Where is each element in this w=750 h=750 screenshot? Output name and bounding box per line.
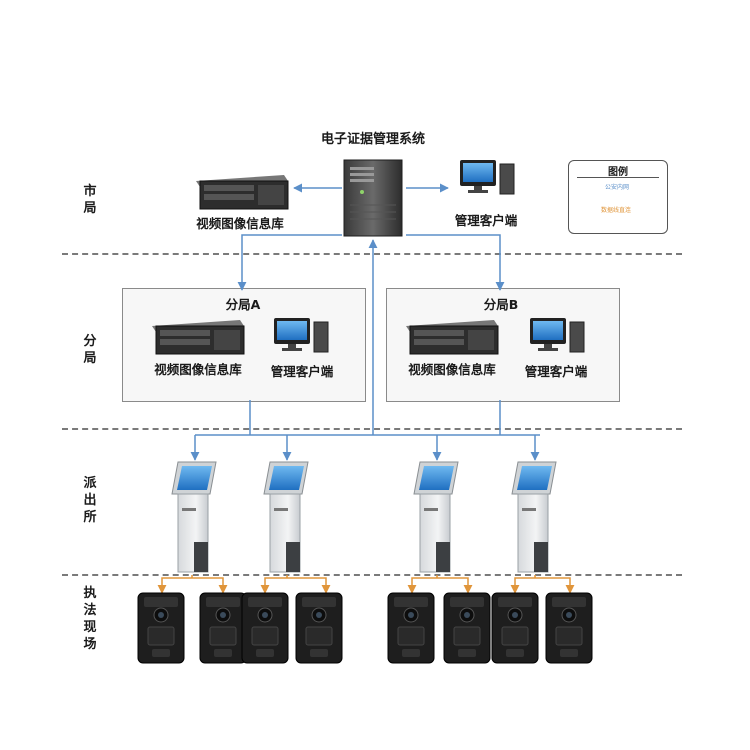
tier-divider xyxy=(62,428,682,430)
kiosk-icon xyxy=(263,461,309,573)
branch-a-video-db-label: 视频图像信息库 xyxy=(154,362,242,377)
tier-divider xyxy=(62,574,682,576)
network-lines xyxy=(190,183,540,461)
body-camera-icon xyxy=(199,592,247,664)
body-camera-icon xyxy=(295,592,343,664)
kiosk-icon xyxy=(413,461,459,573)
legend-divider xyxy=(577,177,659,178)
tier-label-branch: 分局 xyxy=(83,334,97,366)
body-camera-icon xyxy=(545,592,593,664)
city-client-label: 管理客户端 xyxy=(454,213,518,228)
body-camera-icon xyxy=(387,592,435,664)
tier-label-station: 派出所 xyxy=(83,476,97,525)
legend: 图例 公安内网 数据线直连 xyxy=(568,160,668,234)
tier-label-city: 市局 xyxy=(83,184,97,216)
system-title: 电子证据管理系统 xyxy=(320,132,425,147)
tier-divider xyxy=(62,253,682,255)
branch-a-title: 分局A xyxy=(225,297,261,312)
body-camera-icon xyxy=(443,592,491,664)
branch-b-client-label: 管理客户端 xyxy=(524,364,588,379)
branch-b-title: 分局B xyxy=(483,297,519,312)
computer-icon xyxy=(274,318,329,353)
server-tower-icon xyxy=(343,159,403,237)
kiosk-icon xyxy=(171,461,217,573)
storage-rack-icon xyxy=(406,320,499,355)
storage-rack-icon xyxy=(152,320,245,355)
computer-icon xyxy=(530,318,585,353)
tier-label-field: 执法现场 xyxy=(83,586,97,652)
city-video-db-label: 视频图像信息库 xyxy=(196,216,284,231)
legend-title: 图例 xyxy=(608,167,628,178)
legend-item-usb: 数据线直连 xyxy=(601,207,632,214)
body-camera-icon xyxy=(137,592,185,664)
branch-b-video-db-label: 视频图像信息库 xyxy=(408,362,496,377)
kiosk-icon xyxy=(511,461,557,573)
legend-item-network: 公安内网 xyxy=(605,184,630,191)
usb-lines xyxy=(157,575,575,594)
body-camera-icon xyxy=(491,592,539,664)
storage-rack-icon xyxy=(196,175,289,210)
body-camera-icon xyxy=(241,592,289,664)
computer-icon xyxy=(460,160,515,195)
branch-a-client-label: 管理客户端 xyxy=(270,364,334,379)
